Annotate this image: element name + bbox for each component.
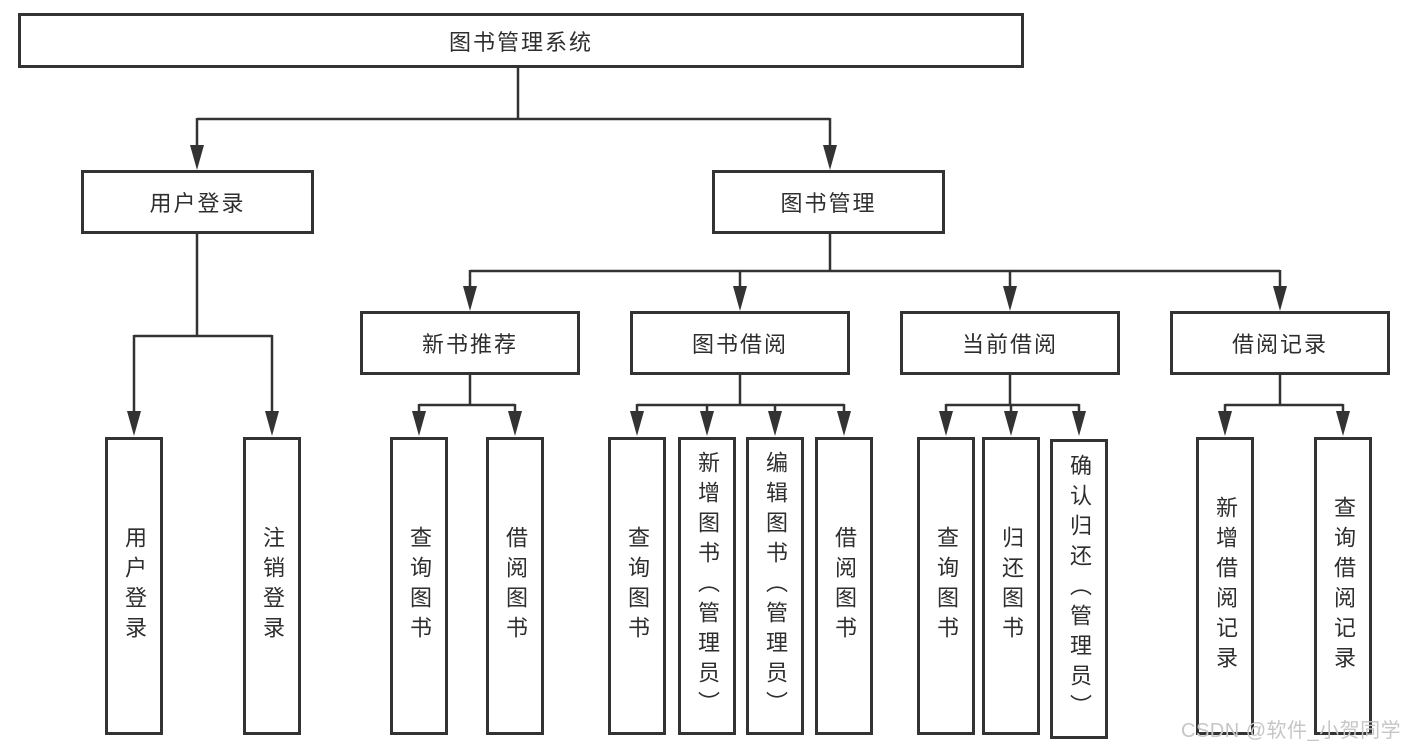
arrowhead (412, 411, 426, 436)
node-book-borrow-label: 图书借阅 (691, 332, 788, 357)
leaf-borrow-books-borrow-label: 借阅图书 (832, 526, 857, 646)
arrowhead (463, 286, 477, 311)
arrowhead (1003, 286, 1017, 311)
node-root-label: 图书管理系统 (448, 29, 593, 55)
connector-root-to-level2 (190, 67, 837, 170)
leaf-query-borrow-record-label: 查询借阅记录 (1331, 496, 1356, 676)
connector-book-management-to-level3 (463, 233, 1287, 311)
node-user-login-label: 用户登录 (149, 191, 246, 216)
leaf-query-books-recommend-label: 查询图书 (407, 526, 432, 646)
leaf-query-books-recommend: 查询图书 (390, 437, 448, 735)
node-book-borrow: 图书借阅 (630, 311, 850, 375)
arrowhead (768, 411, 782, 436)
node-user-login: 用户登录 (81, 170, 314, 234)
arrowhead (508, 411, 522, 436)
connector-book-borrow-to-leaves (630, 375, 851, 436)
leaf-user-login-label: 用户登录 (122, 526, 147, 646)
leaf-logout: 注销登录 (243, 437, 301, 735)
arrowhead (837, 411, 851, 436)
leaf-confirm-return-admin: 确认归还（管理员） (1050, 439, 1108, 739)
arrowhead (1336, 411, 1350, 436)
node-root-system: 图书管理系统 (18, 13, 1024, 68)
arrowhead (190, 145, 204, 170)
leaf-user-login: 用户登录 (105, 437, 163, 735)
node-borrow-records-label: 借阅记录 (1231, 332, 1328, 357)
leaf-borrow-books-recommend: 借阅图书 (486, 437, 544, 735)
leaf-add-borrow-record-label: 新增借阅记录 (1213, 496, 1238, 676)
arrowhead (127, 411, 141, 436)
leaf-return-book-label: 归还图书 (999, 526, 1024, 646)
node-new-book-recommend-label: 新书推荐 (421, 332, 518, 357)
arrowhead (939, 411, 953, 436)
connector-current-borrow-to-leaves (939, 375, 1086, 436)
arrowhead (823, 145, 837, 170)
arrowhead (1004, 411, 1018, 436)
leaf-query-books-current: 查询图书 (917, 437, 975, 735)
node-current-borrow-label: 当前借阅 (961, 332, 1058, 357)
csdn-watermark: CSDN @软件_小贺同学 (1181, 720, 1402, 742)
node-book-management: 图书管理 (712, 170, 945, 234)
arrowhead (1218, 411, 1232, 436)
leaf-confirm-return-admin-label: 确认归还（管理员） (1067, 454, 1092, 724)
arrowhead (265, 411, 279, 436)
node-current-borrow: 当前借阅 (900, 311, 1120, 375)
arrowhead (1273, 286, 1287, 311)
leaf-add-book-admin: 新增图书（管理员） (678, 437, 736, 735)
arrowhead (630, 411, 644, 436)
arrowhead (1072, 411, 1086, 436)
leaf-add-borrow-record: 新增借阅记录 (1196, 437, 1254, 735)
leaf-query-borrow-record: 查询借阅记录 (1314, 437, 1372, 735)
leaf-query-books-current-label: 查询图书 (934, 526, 959, 646)
leaf-borrow-books-recommend-label: 借阅图书 (503, 526, 528, 646)
arrowhead (733, 286, 747, 311)
leaf-return-book: 归还图书 (982, 437, 1040, 735)
leaf-edit-book-admin-label: 编辑图书（管理员） (763, 451, 788, 721)
connector-borrow-records-to-leaves (1218, 375, 1350, 436)
node-book-management-label: 图书管理 (780, 191, 877, 216)
leaf-add-book-admin-label: 新增图书（管理员） (695, 451, 720, 721)
leaf-logout-label: 注销登录 (260, 526, 285, 646)
arrowhead (700, 411, 714, 436)
connector-user-login-to-leaves (127, 233, 279, 436)
leaf-query-books-borrow-label: 查询图书 (625, 526, 650, 646)
leaf-borrow-books-borrow: 借阅图书 (815, 437, 873, 735)
node-new-book-recommend: 新书推荐 (360, 311, 580, 375)
connector-new-book-recommend-to-leaves (412, 375, 522, 436)
leaf-query-books-borrow: 查询图书 (608, 437, 666, 735)
leaf-edit-book-admin: 编辑图书（管理员） (746, 437, 804, 735)
node-borrow-records: 借阅记录 (1170, 311, 1390, 375)
